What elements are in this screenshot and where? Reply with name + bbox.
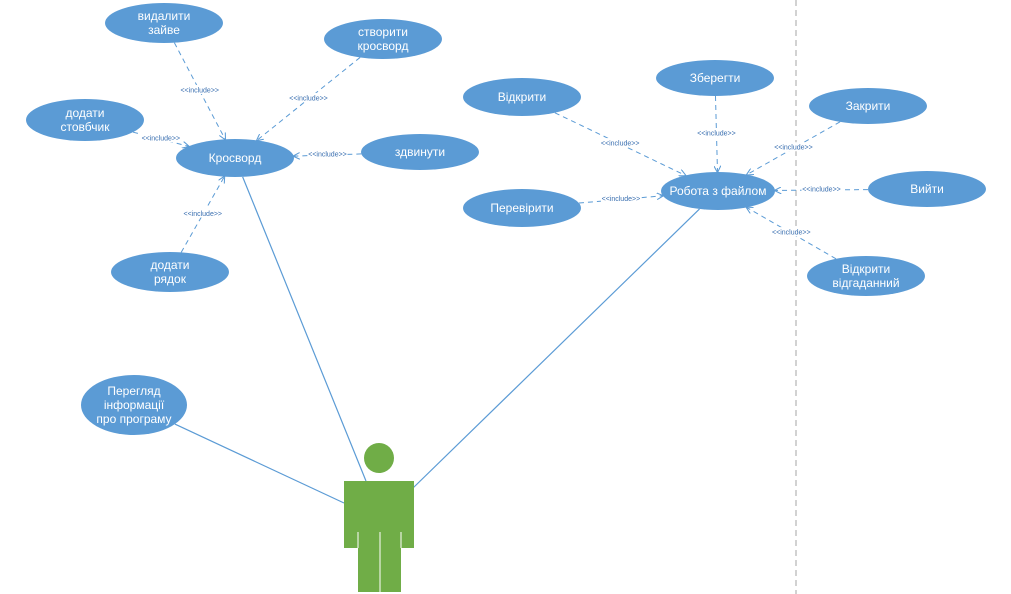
use-case-pereviryty[interactable]: Перевірити	[463, 189, 581, 227]
association-line-robota	[412, 208, 700, 489]
include-label: <<include>>	[308, 151, 347, 158]
use-case-label: додати	[65, 106, 104, 120]
use-case-label: рядок	[154, 272, 187, 286]
use-case-label: додати	[150, 258, 189, 272]
include-arrow-vidkryty_vid	[747, 207, 837, 260]
use-case-zdvynuty[interactable]: здвинути	[361, 134, 479, 170]
use-case-label: стовбчик	[61, 120, 111, 134]
use-case-label: кросворд	[358, 39, 409, 53]
use-case-label: Кросворд	[209, 151, 262, 165]
use-case-krosvord[interactable]: Кросворд	[176, 139, 294, 177]
use-case-zberehty[interactable]: Зберегти	[656, 60, 774, 96]
use-case-label: Вийти	[910, 182, 944, 196]
use-case-zakryty[interactable]: Закрити	[809, 88, 927, 124]
use-case-label: відгаданний	[832, 276, 899, 290]
use-case-label: Відкрити	[842, 262, 891, 276]
include-label: <<include>>	[802, 187, 841, 194]
use-case-label: про програму	[96, 412, 171, 426]
use-case-label: здвинути	[395, 145, 445, 159]
use-case-label: Закрити	[846, 99, 891, 113]
include-label: <<include>>	[772, 230, 811, 237]
stick-figure-actor-icon	[344, 443, 414, 592]
include-label: <<include>>	[774, 145, 813, 152]
use-case-label: Перевірити	[490, 201, 553, 215]
association-line-krosvord	[242, 176, 367, 482]
include-arrow-zdvynuty	[294, 154, 362, 156]
use-case-vidkryty[interactable]: Відкрити	[463, 78, 581, 116]
use-case-label: створити	[358, 25, 408, 39]
include-label: <<include>>	[289, 95, 328, 102]
use-case-label: Робота з файлом	[670, 184, 767, 198]
use-case-label: Відкрити	[498, 90, 547, 104]
association-line-perehliad	[174, 423, 345, 504]
include-label: <<include>>	[602, 196, 641, 203]
use-case-robota[interactable]: Робота з файлом	[661, 172, 775, 210]
use-case-label: Зберегти	[690, 71, 741, 85]
use-case-label: інформації	[104, 398, 165, 412]
use-case-label: зайве	[148, 23, 180, 37]
include-label: <<include>>	[180, 87, 219, 94]
include-arrow-dodaty_riadok	[180, 177, 224, 253]
include-label: <<include>>	[142, 136, 181, 143]
use-case-label: Перегляд	[107, 384, 160, 398]
include-label: <<include>>	[601, 141, 640, 148]
use-case-vyity[interactable]: Вийти	[868, 171, 986, 207]
include-label: <<include>>	[183, 211, 222, 218]
use-case-label: видалити	[138, 9, 191, 23]
include-label: <<include>>	[697, 131, 736, 138]
